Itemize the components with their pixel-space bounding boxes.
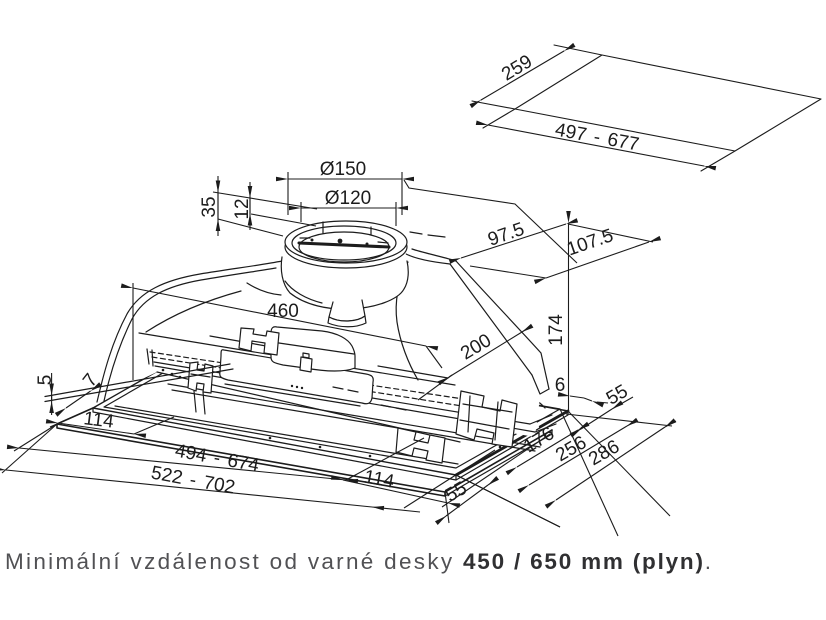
svg-text:Ø120: Ø120 bbox=[325, 188, 371, 209]
svg-text:35: 35 bbox=[199, 196, 220, 217]
svg-text:97.5: 97.5 bbox=[485, 219, 527, 251]
svg-text:55: 55 bbox=[603, 381, 632, 410]
svg-text:256: 256 bbox=[552, 432, 590, 466]
svg-text:114: 114 bbox=[82, 408, 115, 433]
svg-text:114: 114 bbox=[362, 467, 396, 493]
svg-text:5: 5 bbox=[35, 375, 56, 386]
svg-text:286: 286 bbox=[585, 436, 623, 470]
svg-text:460: 460 bbox=[267, 301, 299, 322]
svg-text:174: 174 bbox=[546, 314, 567, 346]
svg-text:259: 259 bbox=[498, 51, 536, 85]
svg-text:107.5: 107.5 bbox=[564, 225, 616, 260]
svg-text:7: 7 bbox=[79, 370, 102, 391]
svg-text:Ø150: Ø150 bbox=[320, 159, 366, 180]
svg-text:6: 6 bbox=[555, 375, 566, 396]
svg-text:12: 12 bbox=[232, 198, 253, 219]
